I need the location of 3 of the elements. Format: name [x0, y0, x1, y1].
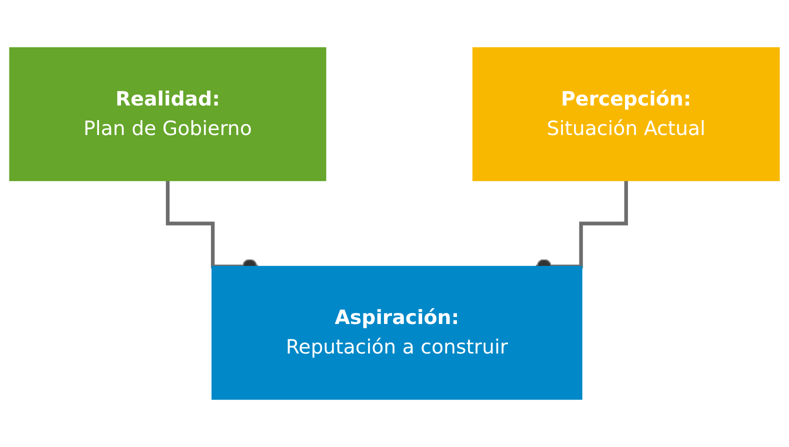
node-box: Aspiración: Reputación a construir [212, 266, 582, 400]
node-box: Realidad: Plan de Gobierno [9, 47, 326, 182]
node-box: Percepción: Situación Actual [472, 47, 780, 182]
